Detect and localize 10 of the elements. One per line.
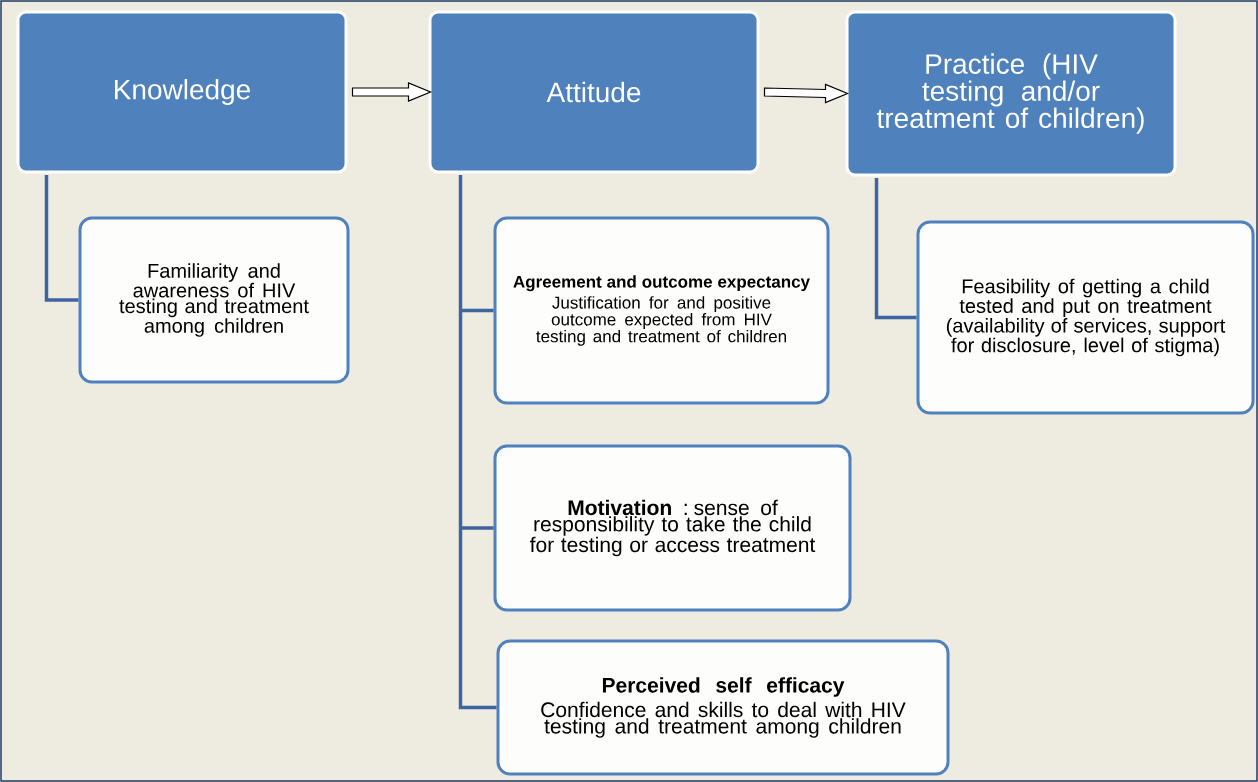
stage-box: Practice (HIV testing and/or treatment of children) [845, 10, 1177, 177]
factor-box: Motivation : sense of responsibility to take the child for testing or access treatment [493, 444, 852, 612]
stage-box: Knowledge [16, 10, 348, 174]
stage-box: Attitude [428, 10, 760, 174]
factor-box: Familiarity and awareness of HIV testing and treatment among children [78, 216, 350, 384]
factor-box: Perceived self efficacy Confidence and skills to deal with HIV testing and treatment among children [496, 639, 950, 776]
block-arrow [763, 83, 850, 104]
factor-box: Feasibility of getting a child tested and put on treatment (availability of services, support for disclosure, level of stigma) [916, 220, 1255, 415]
factor-box: Agreement and outcome expectancy Justification for and positive outcome expected from HIV testing and treatment of children [493, 216, 830, 405]
block-arrow [351, 82, 433, 102]
